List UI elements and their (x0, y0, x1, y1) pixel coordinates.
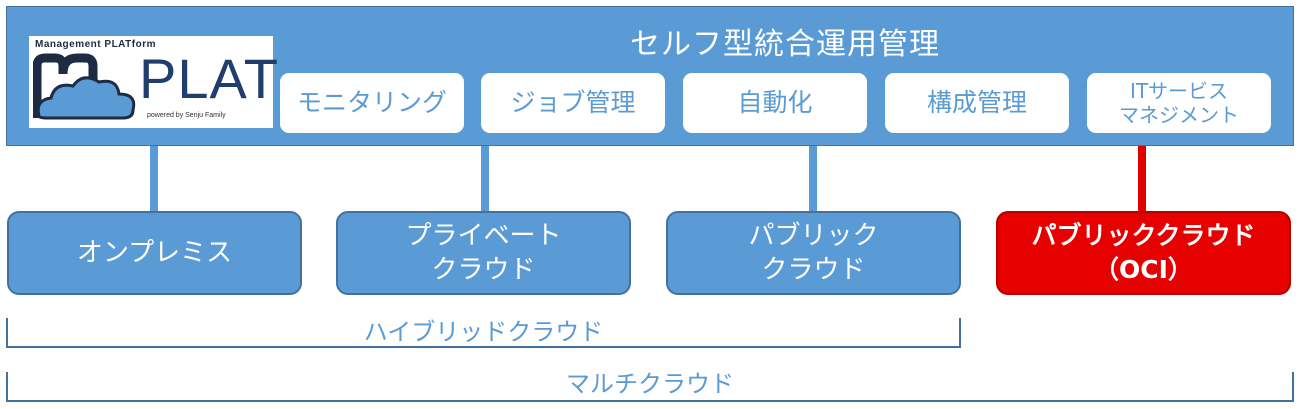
env-label: パブリック クラウド (748, 221, 879, 285)
multi-cloud-bracket (6, 372, 1294, 402)
env-public-cloud: パブリック クラウド (666, 211, 961, 295)
logo-powered-text: powered by Senju Family (147, 112, 226, 119)
function-label: ITサービス マネジメント (1119, 79, 1239, 127)
function-label: ジョブ管理 (510, 88, 636, 117)
hybrid-cloud-bracket (6, 318, 961, 348)
env-label: プライベート クラウド (405, 221, 562, 285)
env-oci-public-cloud: パブリッククラウド （OCI） (996, 211, 1291, 295)
multi-cloud-label: マルチクラウド (566, 370, 734, 398)
connector-oci (1138, 146, 1146, 212)
logo-plat-text: PLAT (139, 47, 279, 110)
function-job-management: ジョブ管理 (481, 73, 665, 133)
function-it-service-management: ITサービス マネジメント (1087, 73, 1271, 133)
env-onpremise: オンプレミス (7, 211, 302, 295)
env-private-cloud: プライベート クラウド (336, 211, 631, 295)
connector-private-cloud (481, 146, 489, 212)
function-label: 構成管理 (926, 88, 1027, 117)
function-label: 自動化 (737, 88, 813, 117)
logo-top-text: Management PLATform (35, 39, 156, 50)
connector-onpremise (150, 146, 158, 212)
env-label: オンプレミス (76, 238, 233, 268)
function-label: モニタリング (296, 88, 447, 117)
function-automation: 自動化 (683, 73, 867, 133)
banner-title: セルフ型統合運用管理 (630, 27, 940, 62)
connector-public-cloud (809, 146, 817, 212)
cloud-m-icon (33, 53, 136, 120)
platform-banner: セルフ型統合運用管理 Management PLATform PLAT powe… (6, 6, 1294, 146)
env-label: パブリッククラウド （OCI） (1031, 221, 1256, 284)
function-monitoring: モニタリング (280, 73, 464, 133)
hybrid-cloud-label: ハイブリッドクラウド (363, 318, 604, 346)
function-configuration-management: 構成管理 (885, 73, 1069, 133)
mplat-logo: Management PLATform PLAT powered by Senj… (29, 36, 278, 128)
